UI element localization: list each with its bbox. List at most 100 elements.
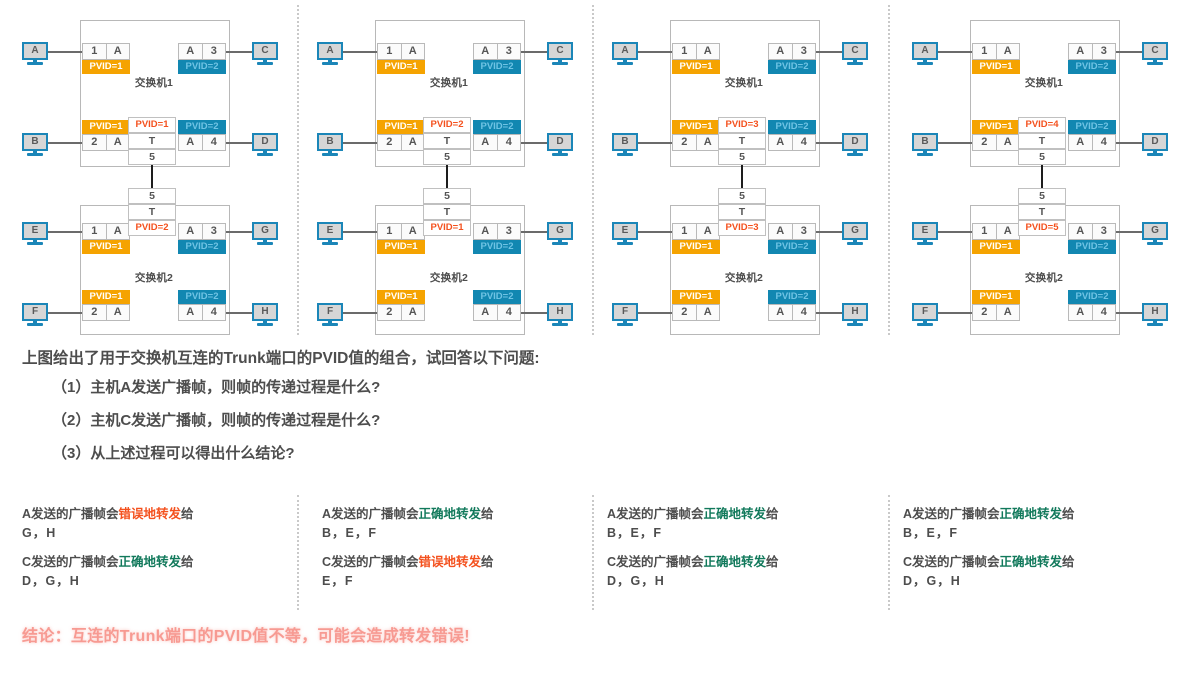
host-D[interactable]: D bbox=[842, 132, 868, 157]
port-vlan-tag: A bbox=[1069, 44, 1093, 59]
host-label: E bbox=[621, 224, 629, 236]
host-D[interactable]: D bbox=[547, 132, 573, 157]
monitor-neck-icon bbox=[33, 149, 37, 153]
question-item-3: （3）从上述过程可以得出什么结论? bbox=[52, 445, 295, 462]
monitor-neck-icon bbox=[33, 58, 37, 62]
host-B[interactable]: B bbox=[317, 132, 343, 157]
host-label: G bbox=[851, 224, 859, 236]
host-F[interactable]: F bbox=[22, 302, 48, 327]
monitor-neck-icon bbox=[623, 58, 627, 62]
pvid-badge-right-1: PVID=2 bbox=[1068, 60, 1116, 74]
answer-a-verb: 正确地转发 bbox=[418, 507, 482, 521]
pvid-badge-left-1: PVID=1 bbox=[972, 60, 1020, 74]
host-E[interactable]: E bbox=[912, 221, 938, 246]
answer-gap bbox=[903, 544, 1193, 553]
monitor-screen-icon: E bbox=[22, 221, 48, 240]
host-G[interactable]: G bbox=[252, 221, 278, 246]
monitor-base-icon bbox=[917, 322, 933, 326]
switch-bottom-label: 交换机2 bbox=[724, 272, 764, 284]
host-H[interactable]: H bbox=[842, 302, 868, 327]
monitor-neck-icon bbox=[558, 319, 562, 323]
host-D[interactable]: D bbox=[252, 132, 278, 157]
trunk-cell-pvid: PVID=2 bbox=[128, 220, 176, 236]
host-B[interactable]: B bbox=[22, 132, 48, 157]
host-D[interactable]: D bbox=[1142, 132, 1168, 157]
host-label: B bbox=[31, 135, 39, 147]
port-number: 4 bbox=[800, 306, 807, 318]
monitor-neck-icon bbox=[328, 149, 332, 153]
host-F[interactable]: F bbox=[612, 302, 638, 327]
host-F[interactable]: F bbox=[317, 302, 343, 327]
host-label: A bbox=[921, 44, 929, 56]
host-F[interactable]: F bbox=[912, 302, 938, 327]
host-label: A bbox=[326, 44, 334, 56]
answer-a-prefix: A发送的广播帧会 bbox=[22, 507, 119, 521]
host-label: D bbox=[851, 135, 859, 147]
monitor-base-icon bbox=[322, 61, 338, 65]
host-E[interactable]: E bbox=[612, 221, 638, 246]
host-E[interactable]: E bbox=[317, 221, 343, 246]
trunk-cell-mode: T bbox=[718, 204, 766, 220]
pvid-badge-right-2: PVID=2 bbox=[768, 120, 816, 134]
monitor-base-icon bbox=[847, 61, 863, 65]
port-vlan-tag: A bbox=[179, 224, 203, 239]
host-C[interactable]: C bbox=[842, 41, 868, 66]
host-B[interactable]: B bbox=[912, 132, 938, 157]
monitor-screen-icon: A bbox=[612, 41, 638, 60]
port-vlan-tag: A bbox=[408, 45, 417, 57]
monitor-screen-icon: B bbox=[912, 132, 938, 151]
monitor-screen-icon: D bbox=[842, 132, 868, 151]
pvid-badge-right-1: PVID=2 bbox=[178, 60, 226, 74]
pvid-badge-left-2: PVID=1 bbox=[82, 120, 130, 134]
host-E[interactable]: E bbox=[22, 221, 48, 246]
host-H[interactable]: H bbox=[1142, 302, 1168, 327]
port-number: 4 bbox=[1100, 306, 1107, 318]
monitor-base-icon bbox=[917, 241, 933, 245]
pvid-badge-right-2: PVID=2 bbox=[473, 290, 521, 304]
host-C[interactable]: C bbox=[252, 41, 278, 66]
host-A[interactable]: A bbox=[912, 41, 938, 66]
pvid-badge-right-2: PVID=2 bbox=[1068, 120, 1116, 134]
port-number: 1 bbox=[378, 44, 402, 59]
trunk-cell-mode: T bbox=[423, 133, 471, 149]
host-G[interactable]: G bbox=[842, 221, 868, 246]
pvid-badge-right-2: PVID=2 bbox=[1068, 290, 1116, 304]
trunk-cell-mode: T bbox=[128, 204, 176, 220]
pvid-badge-left-1: PVID=1 bbox=[672, 240, 720, 254]
trunk-cable bbox=[446, 165, 448, 188]
host-G[interactable]: G bbox=[547, 221, 573, 246]
monitor-base-icon bbox=[322, 152, 338, 156]
host-A[interactable]: A bbox=[612, 41, 638, 66]
monitor-screen-icon: E bbox=[317, 221, 343, 240]
port-vlan-tag: A bbox=[769, 224, 793, 239]
answer-divider-2 bbox=[592, 495, 594, 610]
answer-a-verb: 正确地转发 bbox=[999, 507, 1063, 521]
host-H[interactable]: H bbox=[252, 302, 278, 327]
port-number: 1 bbox=[83, 224, 107, 239]
port-number: 1 bbox=[378, 224, 402, 239]
host-C[interactable]: C bbox=[1142, 41, 1168, 66]
trunk-cable bbox=[151, 165, 153, 188]
port-vlan-tag: A bbox=[179, 44, 203, 59]
pvid-badge-left-2: PVID=1 bbox=[972, 290, 1020, 304]
answer-c-prefix: C发送的广播帧会 bbox=[607, 554, 704, 569]
host-A[interactable]: A bbox=[317, 41, 343, 66]
host-G[interactable]: G bbox=[1142, 221, 1168, 246]
host-B[interactable]: B bbox=[612, 132, 638, 157]
switch-top-label: 交换机1 bbox=[1024, 77, 1064, 89]
pvid-badge-left-2: PVID=1 bbox=[672, 120, 720, 134]
host-C[interactable]: C bbox=[547, 41, 573, 66]
host-H[interactable]: H bbox=[547, 302, 573, 327]
pvid-badge-right-1: PVID=2 bbox=[768, 240, 816, 254]
port-vlan-tag: A bbox=[408, 225, 417, 237]
host-A[interactable]: A bbox=[22, 41, 48, 66]
